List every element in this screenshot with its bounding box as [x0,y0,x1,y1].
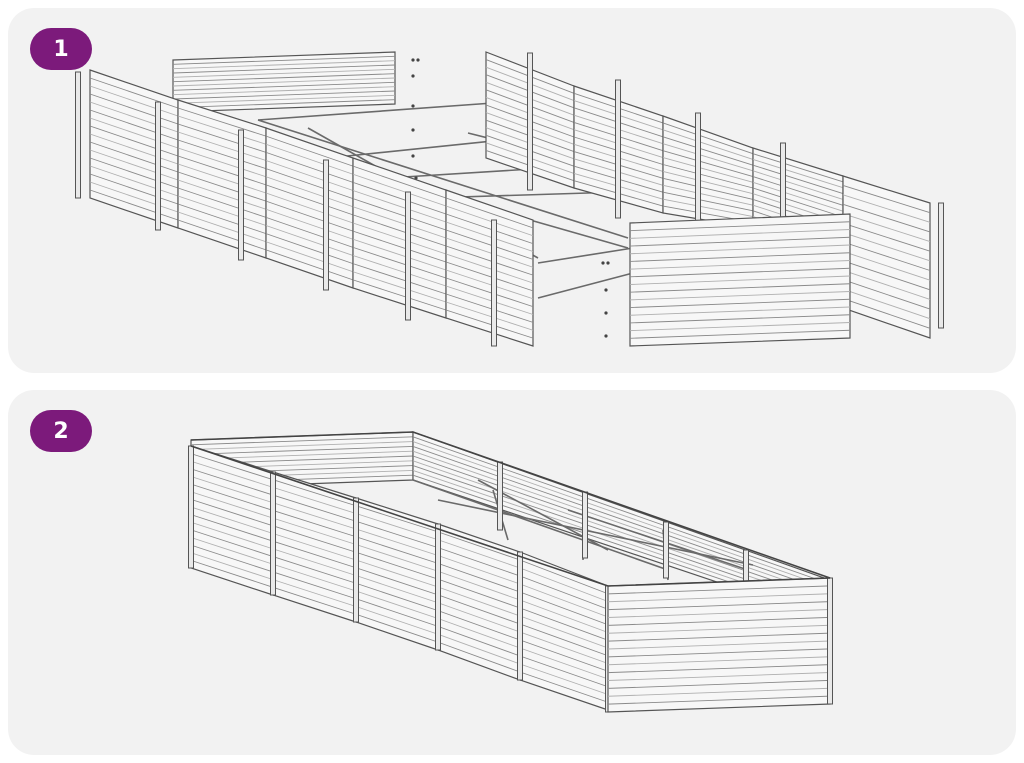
exploded-assembly-illustration [75,51,944,347]
post [695,112,701,229]
screw [416,58,420,62]
post [491,219,497,347]
post [663,521,669,579]
right-side-panel [842,175,931,339]
right-side-panel [662,115,754,229]
brace-bar [412,479,669,571]
assembled-bed-illustration [188,431,833,713]
left-side-panel [519,551,609,711]
post [405,191,411,321]
left-side-panel [352,157,447,319]
left-side-panel [89,69,179,229]
screw [411,74,415,78]
front-end-panel [629,213,851,347]
left-side-panel [437,523,521,681]
post [517,551,523,681]
step-badge-2: 2 [30,410,92,452]
top-rim [190,431,831,579]
left-side-panel [190,445,274,596]
back-end-panel [172,51,396,113]
post [188,445,194,569]
post [238,129,244,261]
screw [411,58,415,62]
brace-bar [537,247,634,264]
screw [604,311,608,315]
post [582,491,588,559]
brace-bar [537,272,634,299]
post [435,523,441,651]
brace-bar [567,509,749,571]
post [827,577,833,705]
left-side-panel [265,127,354,289]
left-side-panel [177,99,267,259]
post [615,79,621,219]
post [497,461,503,531]
brace-bar [257,119,629,239]
step-badge-1: 1 [30,28,92,70]
left-side-panel [272,471,357,623]
post [270,471,276,596]
screw [601,261,605,265]
post [353,497,359,623]
left-side-panel [445,189,534,347]
end-post [938,202,944,329]
step-2-panel: 2 [8,390,1016,755]
screw [606,261,610,265]
post [527,52,533,191]
step-1-panel: 1 [8,8,1016,373]
post [155,101,161,231]
screw [411,104,415,108]
front-end-panel [607,577,831,713]
post [323,159,329,291]
end-post [75,71,81,199]
screw [411,154,415,158]
screw [411,128,415,132]
top-rim [190,445,831,587]
left-side-panel [355,497,439,651]
screw [604,334,608,338]
screw [604,288,608,292]
brace-bar [257,102,494,121]
